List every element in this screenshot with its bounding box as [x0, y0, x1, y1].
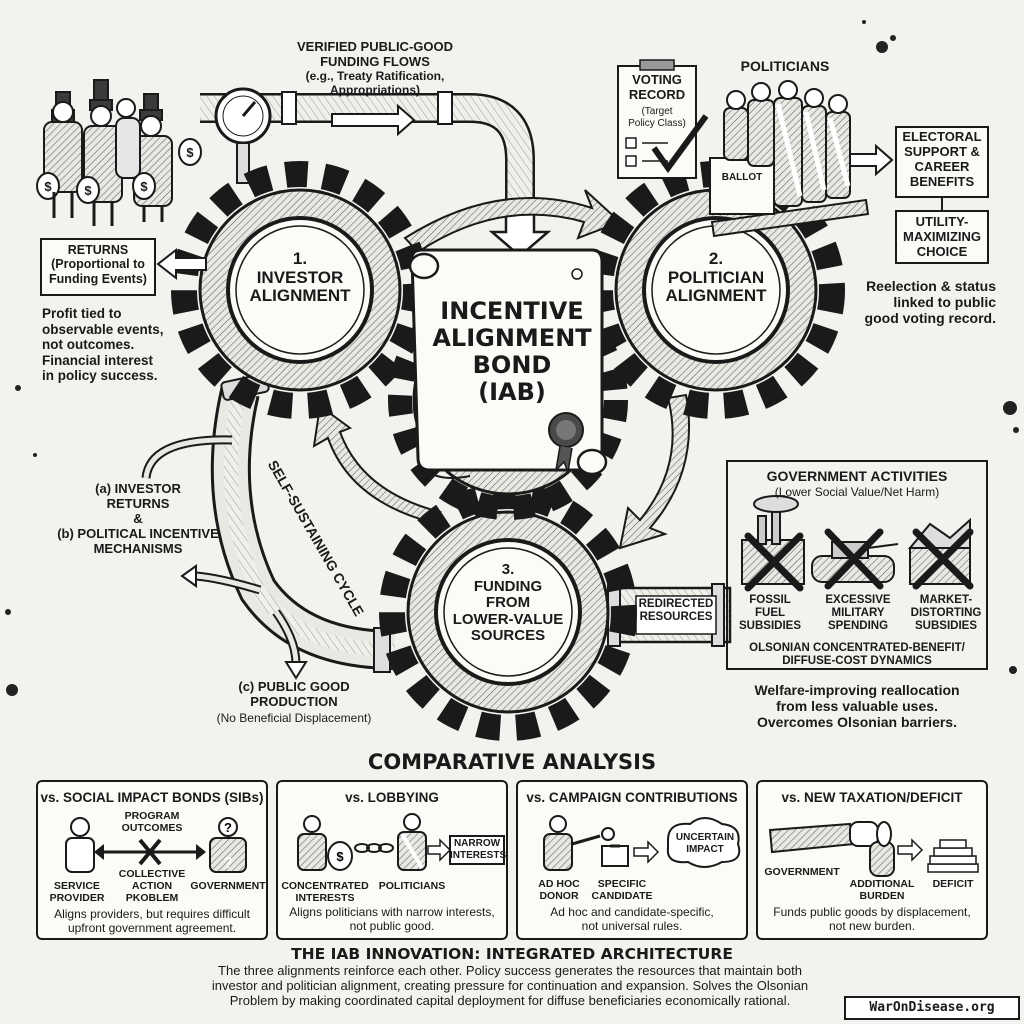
comparison-lobbying-title: vs. LOBBYING: [345, 790, 439, 805]
comparison-campaign-panel: vs. CAMPAIGN CONTRIBUTIONS UNCERTAIN IMP…: [516, 780, 748, 940]
gov-activities-title: GOVERNMENT ACTIVITIES: [766, 468, 948, 484]
svg-text:$: $: [336, 849, 344, 864]
funding-flows-title: VERIFIED PUBLIC-GOOD FUNDING FLOWS: [296, 39, 453, 69]
welfare-text: Welfare-improving reallocation from less…: [754, 682, 960, 731]
svg-text:$: $: [44, 179, 52, 194]
ballot-label: BALLOT: [721, 172, 763, 183]
politicians-label: POLITICIANS: [740, 58, 830, 74]
voting-record-illustration: [617, 59, 709, 179]
lobbying-left: CONCENTRATED INTERESTS: [281, 880, 369, 905]
comparison-sib-title: vs. SOCIAL IMPACT BONDS (SIBs): [40, 790, 264, 805]
public-good-label: (c) PUBLIC GOOD PRODUCTION: [238, 679, 350, 709]
taxation-right: DEFICIT: [932, 878, 974, 890]
voting-record-sub: (Target Policy Class): [628, 106, 686, 129]
investors-illustration: $ $ $ $: [36, 79, 202, 226]
taxation-mid: ADDITIONAL BURDEN: [849, 878, 915, 903]
comparison-campaign-title: vs. CAMPAIGN CONTRIBUTIONS: [526, 790, 738, 805]
funding-flows-subtitle: (e.g., Treaty Ratification, Appropriatio…: [305, 69, 445, 97]
innovation-title: THE IAB INNOVATION: INTEGRATED ARCHITECT…: [291, 945, 733, 963]
innovation-text: The three alignments reinforce each othe…: [211, 963, 809, 1008]
campaign-mid: SPECIFIC CANDIDATE: [591, 878, 653, 903]
svg-text:$: $: [140, 179, 148, 194]
svg-text:?: ?: [224, 820, 232, 835]
source-badge: WarOnDisease.org: [844, 996, 1020, 1020]
sib-illustration: ? ?: [65, 817, 247, 873]
comparison-taxation-title: vs. NEW TAXATION/DEFICIT: [781, 790, 963, 805]
comparison-taxation-panel: vs. NEW TAXATION/DEFICIT GOVERNMENT ADDI…: [756, 780, 988, 940]
campaign-desc: Ad hoc and candidate-specific, not unive…: [550, 905, 714, 933]
gov-item-military: EXCESSIVE MILITARY SPENDING: [825, 594, 891, 633]
taxation-illustration: [768, 821, 979, 877]
lobbying-desc: Aligns politicians with narrow interests…: [289, 905, 495, 933]
campaign-left: AD HOC DONOR: [538, 878, 580, 903]
svg-text:$: $: [186, 145, 194, 160]
gov-activity-icons: [741, 495, 974, 592]
lobbying-illustration: $: [297, 813, 505, 871]
utility-choice-text: UTILITY- MAXIMIZING CHOICE: [903, 214, 981, 259]
iab-title: INCENTIVE ALIGNMENT BOND (IAB): [432, 297, 592, 406]
public-good-sub: (No Beneficial Displacement): [216, 711, 372, 725]
electoral-support-text: ELECTORAL SUPPORT & CAREER BENEFITS: [902, 129, 982, 189]
gear-1-label: 1. INVESTOR ALIGNMENT: [249, 249, 351, 306]
taxation-left: GOVERNMENT: [764, 866, 840, 878]
ink-splatters: [5, 20, 1019, 696]
sib-mid-bottom: COLLECTIVE ACTION PKOBLEM: [118, 868, 186, 905]
sib-right: GOVERNMENT: [190, 880, 266, 892]
returns-box: RETURNS (Proportional to Funding Events): [40, 238, 156, 296]
electoral-support-box: ELECTORAL SUPPORT & CAREER BENEFITS: [895, 126, 989, 198]
politicians-illustration: [709, 80, 870, 238]
gov-activities-panel: GOVERNMENT ACTIVITIES (Lower Social Valu…: [726, 460, 988, 670]
reelection-text: Reelection & status linked to public goo…: [864, 278, 996, 327]
comparison-sib-panel: vs. SOCIAL IMPACT BONDS (SIBs) ? ? PROGR…: [36, 780, 268, 940]
profit-text: Profit tied to observable events, not ou…: [42, 306, 164, 384]
lobbying-mid: POLITICIANS: [378, 880, 446, 892]
sib-mid-top: PROGRAM OUTCOMES: [121, 810, 183, 835]
gov-item-fossil: FOSSIL FUEL SUBSIDIES: [739, 594, 801, 633]
comparison-lobbying-panel: vs. LOBBYING $ NARROW INTERESTS CONCENTR…: [276, 780, 508, 940]
gov-item-market: MARKET- DISTORTING SUBSIDIES: [910, 594, 982, 633]
returns-text: RETURNS (Proportional to Funding Events): [49, 243, 147, 286]
iab-scroll: [408, 248, 608, 479]
gov-activities-subtitle: (Lower Social Value/Net Harm): [774, 485, 940, 499]
campaign-right: UNCERTAIN IMPACT: [675, 832, 735, 855]
voting-record-label: VOTING RECORD: [628, 72, 686, 102]
redirected-pipe: [607, 583, 732, 647]
gear-2-label: 2. POLITICIAN ALIGNMENT: [665, 249, 767, 306]
gear-3-label: 3. FUNDING FROM LOWER-VALUE SOURCES: [452, 561, 564, 644]
mechanisms-text: (a) INVESTOR RETURNS & (b) POLITICAL INC…: [57, 481, 219, 556]
olsonian-footer: OLSONIAN CONCENTRATED-BENEFIT/ DIFFUSE-C…: [749, 642, 965, 668]
svg-text:?: ?: [223, 855, 233, 872]
sib-desc: Aligns providers, but requires difficult…: [54, 907, 250, 935]
sib-left: SERVICE PROVIDER: [49, 880, 105, 905]
campaign-illustration: [543, 815, 741, 871]
redirected-resources-label: REDIRECTED RESOURCES: [638, 598, 714, 624]
comparative-title: COMPARATIVE ANALYSIS: [367, 750, 657, 774]
lobbying-right: NARROW INTERESTS: [450, 838, 507, 861]
taxation-desc: Funds public goods by displacement, not …: [773, 905, 971, 933]
gear-3: [379, 483, 637, 741]
utility-choice-box: UTILITY- MAXIMIZING CHOICE: [895, 210, 989, 264]
svg-text:$: $: [84, 183, 92, 198]
